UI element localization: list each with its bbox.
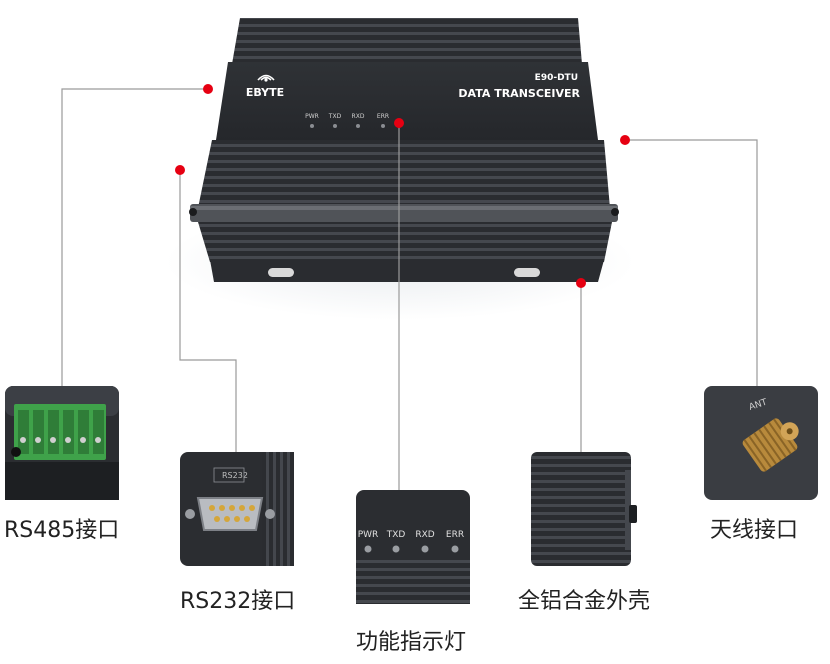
lower-heatsink [198,140,610,208]
front-led-label-err: ERR [377,113,389,120]
ebyte-logo: EBYTE [246,74,284,99]
mount-slot-right [514,268,540,277]
thumb-rs232: RS232 [180,452,294,566]
label-indicators: 功能指示灯 [356,630,467,655]
label-rs485: RS485接口 [4,518,120,543]
marker-housing [576,278,586,288]
marker-rs232 [175,165,185,175]
indicator-led-err [451,545,459,553]
front-led-err [381,124,385,128]
label-antenna: 天线接口 [710,518,799,543]
front-led-pwr [310,124,314,128]
leader-rs485 [61,88,208,386]
indicator-label-rxd: RXD [415,530,434,540]
side-screw-left [189,208,197,216]
indicator-led-pwr [364,545,372,553]
top-heatsink [232,18,582,64]
label-housing: 全铝合金外壳 [518,589,651,614]
callout-markers [175,84,630,288]
thumb-housing [531,452,645,566]
front-led-label-rxd: RXD [352,113,365,120]
thumb-antenna: ANT [704,386,818,500]
front-led-txd [333,124,337,128]
front-panel [216,62,598,140]
marker-antenna [620,135,630,145]
leader-antenna [625,139,758,386]
front-led-row: PWR TXD RXD ERR [305,113,389,128]
label-rs232: RS232接口 [180,589,296,614]
device-model: E90-DTU [535,73,578,83]
rs232-port-label: RS232 [222,471,248,480]
mount-slot-left [268,268,294,277]
leader-rs232 [179,170,237,452]
front-led-label-txd: TXD [328,113,342,120]
brand-name: EBYTE [246,86,284,99]
indicator-label-err: ERR [446,530,464,540]
device-illustration: EBYTE E90-DTU DATA TRANSCEIVER PWR TXD R… [189,18,619,282]
base-plate [210,260,604,282]
device-title: DATA TRANSCEIVER [458,87,580,100]
indicator-led-txd [392,545,400,553]
marker-rs485 [203,84,213,94]
thumb-rs485 [5,386,119,500]
indicator-led-rxd [421,545,429,553]
front-led-label-pwr: PWR [305,113,319,120]
bottom-heatsink [198,222,612,262]
indicator-label-txd: TXD [386,530,406,540]
indicator-label-pwr: PWR [358,530,379,540]
thumb-indicators: PWR TXD RXD ERR [356,490,470,604]
leader-lines [61,88,758,490]
front-led-rxd [356,124,360,128]
marker-indicators [394,118,404,128]
side-screw-right [611,208,619,216]
